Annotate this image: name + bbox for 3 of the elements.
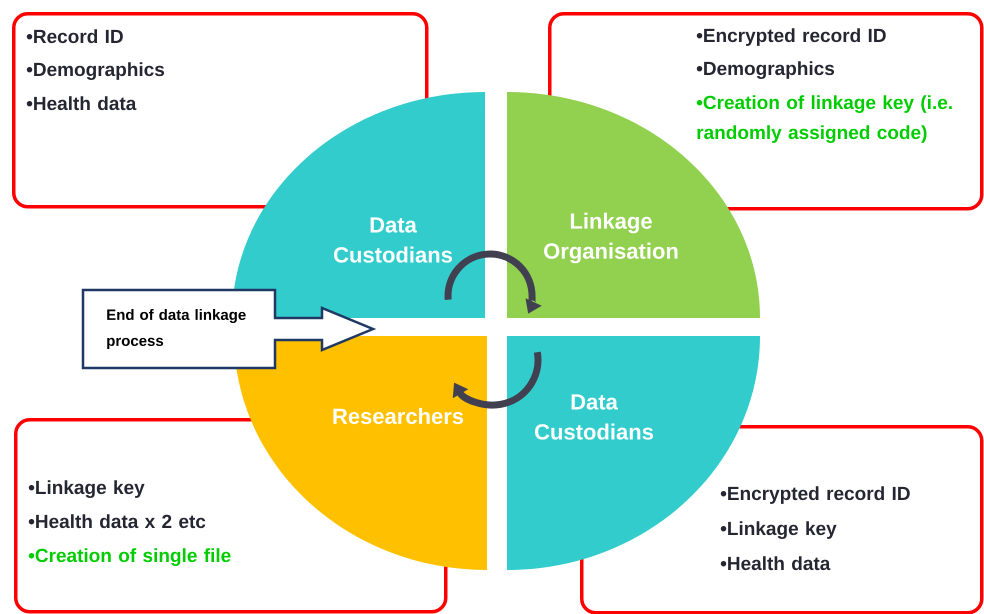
quadrant-segment: Researchers <box>234 336 487 570</box>
circular-arrow <box>452 352 542 409</box>
arrow-callout: End of data linkage process <box>82 288 376 370</box>
